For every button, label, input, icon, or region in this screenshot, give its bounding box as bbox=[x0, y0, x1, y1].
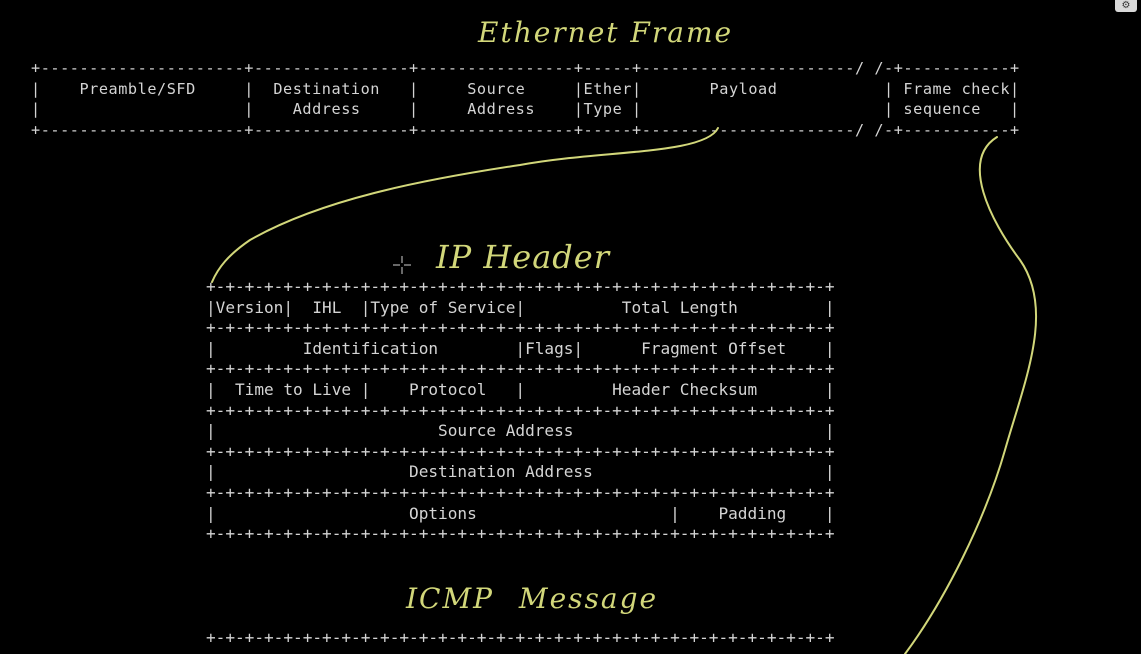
diagram-line: | Preamble/SFD | Destination | Source |E… bbox=[31, 79, 1020, 98]
gear-icon: ⚙ bbox=[1121, 0, 1131, 11]
ip-header-diagram: +-+-+-+-+-+-+-+-+-+-+-+-+-+-+-+-+-+-+-+-… bbox=[206, 277, 835, 545]
ethernet-frame-diagram: +---------------------+----------------+… bbox=[31, 58, 1020, 140]
diagram-line: | Options | Padding | bbox=[206, 503, 835, 523]
diagram-line: +-+-+-+-+-+-+-+-+-+-+-+-+-+-+-+-+-+-+-+-… bbox=[206, 441, 835, 461]
diagram-line: |Version| IHL |Type of Service| Total Le… bbox=[206, 297, 835, 317]
diagram-line: +-+-+-+-+-+-+-+-+-+-+-+-+-+-+-+-+-+-+-+-… bbox=[206, 318, 835, 338]
diagram-line: | Source Address | bbox=[206, 421, 835, 441]
ethernet-frame-title: Ethernet Frame bbox=[478, 16, 734, 49]
settings-button[interactable]: ⚙ bbox=[1115, 0, 1137, 12]
diagram-line: | Time to Live | Protocol | Header Check… bbox=[206, 379, 835, 399]
diagram-line: | Identification |Flags| Fragment Offset… bbox=[206, 338, 835, 358]
diagram-line: +-+-+-+-+-+-+-+-+-+-+-+-+-+-+-+-+-+-+-+-… bbox=[206, 277, 835, 296]
payload-connector-line bbox=[904, 136, 1038, 654]
diagram-line: +---------------------+----------------+… bbox=[31, 59, 1020, 77]
diagram-line: +---------------------+----------------+… bbox=[31, 120, 1020, 139]
diagram-line: +-+-+-+-+-+-+-+-+-+-+-+-+-+-+-+-+-+-+-+-… bbox=[206, 400, 835, 420]
diagram-line: +-+-+-+-+-+-+-+-+-+-+-+-+-+-+-+-+-+-+-+-… bbox=[206, 359, 835, 379]
crosshair-cursor-icon bbox=[393, 256, 411, 274]
diagram-line: | | Address | Address |Type | | sequence… bbox=[31, 100, 1020, 119]
diagram-line: +-+-+-+-+-+-+-+-+-+-+-+-+-+-+-+-+-+-+-+-… bbox=[206, 482, 835, 502]
diagram-line: | Destination Address | bbox=[206, 462, 835, 482]
icmp-message-title: ICMP Message bbox=[406, 582, 659, 615]
ip-header-title: IP Header bbox=[436, 238, 610, 276]
icmp-message-diagram: +-+-+-+-+-+-+-+-+-+-+-+-+-+-+-+-+-+-+-+-… bbox=[206, 628, 835, 649]
diagram-line: +-+-+-+-+-+-+-+-+-+-+-+-+-+-+-+-+-+-+-+-… bbox=[206, 628, 835, 647]
diagram-line: +-+-+-+-+-+-+-+-+-+-+-+-+-+-+-+-+-+-+-+-… bbox=[206, 524, 835, 544]
